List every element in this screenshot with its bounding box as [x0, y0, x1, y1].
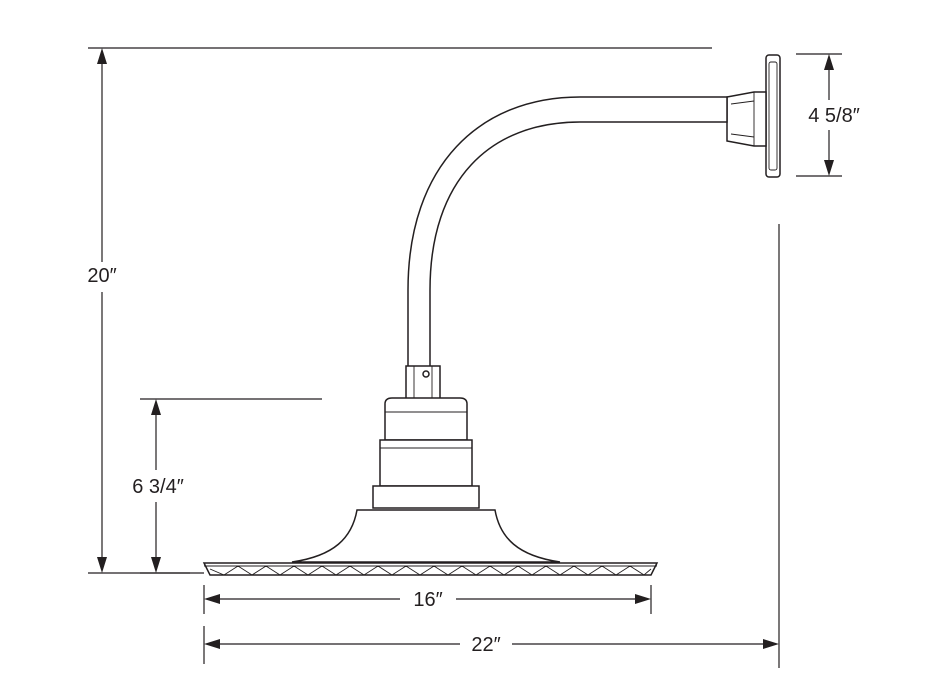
- socket-housing: [372, 397, 480, 509]
- arm-collar: [405, 365, 441, 401]
- shade-height-dimension: 6 3/4″: [132, 398, 322, 574]
- gooseneck-arm: [407, 96, 728, 373]
- overall-projection-label: 22″: [471, 634, 500, 656]
- overall-height-label: 20″: [87, 265, 116, 287]
- wall-backplate: [765, 54, 781, 178]
- shade-width-label: 16″: [413, 589, 442, 611]
- gooseneck-fixture: [202, 54, 781, 576]
- lamp-shade: [202, 509, 659, 576]
- backplate-height-dimension: 4 5/8″: [796, 53, 860, 177]
- backplate-height-label: 4 5/8″: [808, 105, 860, 127]
- mounting-cup: [726, 91, 767, 147]
- overall-projection-dimension: 22″: [203, 224, 780, 668]
- shade-width-dimension: 16″: [203, 585, 652, 614]
- shade-height-label: 6 3/4″: [132, 476, 184, 498]
